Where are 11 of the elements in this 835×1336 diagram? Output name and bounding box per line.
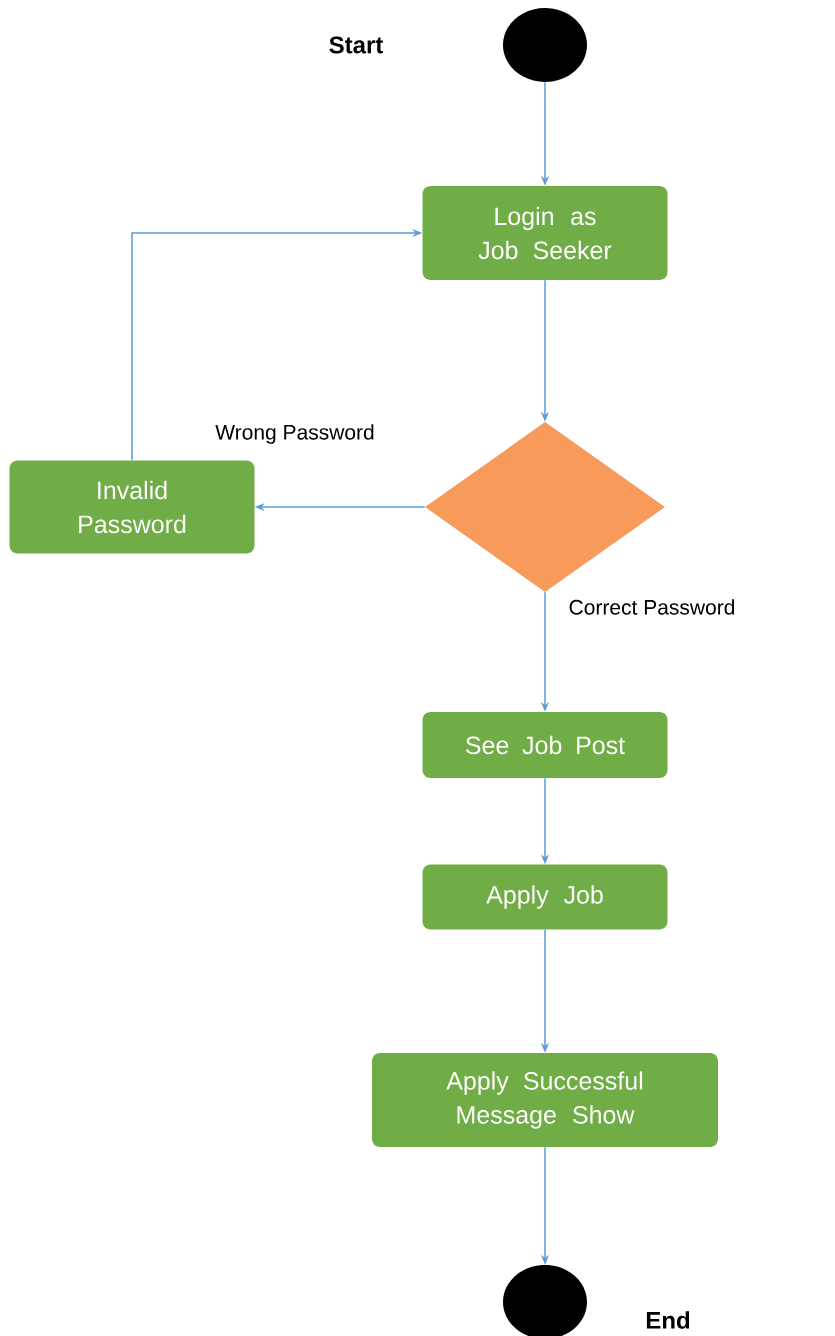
process-box: Apply Successful Message Show: [372, 1053, 718, 1147]
terminal-label: Start: [329, 36, 384, 54]
decision-diamond: [425, 422, 665, 592]
start-end-circle: [503, 8, 587, 82]
edge-label: Wrong Password: [213, 422, 377, 446]
process-box: Login as Job Seeker: [422, 186, 668, 280]
process-box: Invalid Password: [9, 460, 255, 554]
edge-label: Correct Password: [566, 597, 738, 617]
process-box: Apply Job: [422, 864, 668, 930]
terminal-label: End: [646, 1311, 690, 1329]
process-box: See Job Post: [422, 712, 668, 778]
